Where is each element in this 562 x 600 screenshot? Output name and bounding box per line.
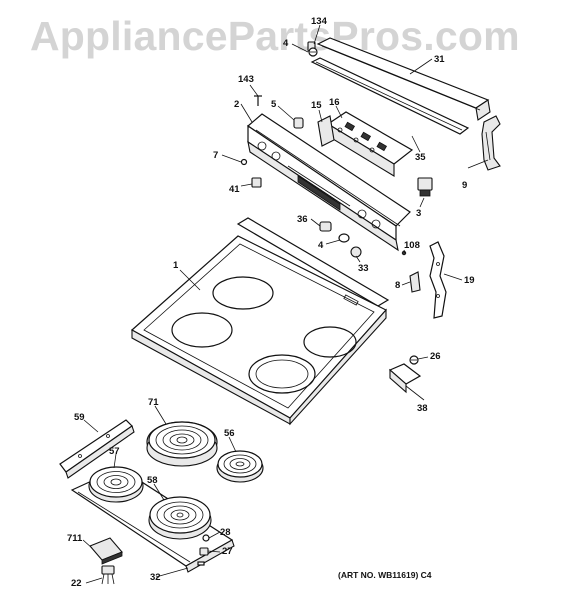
part-108-clip[interactable] [401,250,407,256]
label-5: 5 [271,99,277,110]
label-4-top: 4 [283,38,289,49]
label-38: 38 [417,403,428,414]
label-19: 19 [464,275,475,286]
part-19-side-bracket[interactable] [429,241,447,319]
label-108: 108 [404,240,420,251]
part-36-knob[interactable] [319,221,332,232]
label-4-mid: 4 [318,240,324,251]
part-71-surface-unit-large[interactable] [146,421,218,467]
label-143: 143 [238,74,254,85]
part-143-screw[interactable] [254,95,262,106]
watermark-text: AppliancePartsPros.com [30,13,520,59]
label-59: 59 [74,412,85,423]
label-57: 57 [109,446,120,457]
label-36: 36 [297,214,308,225]
label-9: 9 [462,180,467,191]
label-134: 134 [311,16,328,27]
label-28: 28 [220,527,231,538]
part-38-panel[interactable] [388,363,422,394]
part-31-vent-trim[interactable] [316,37,491,121]
part-2-control-panel[interactable] [247,113,411,252]
art-number: (ART NO. WB11619) C4 [338,570,432,580]
label-56: 56 [224,428,235,439]
part-56-surface-unit-small[interactable] [216,450,264,483]
label-3: 3 [416,208,421,219]
part-4-screw-mid[interactable] [338,233,350,243]
label-33: 33 [358,263,369,274]
part-711-receptacle[interactable] [89,537,123,565]
label-15: 15 [311,100,322,111]
part-57-surface-unit-small[interactable] [88,466,144,503]
part-9-end-cap[interactable] [481,115,501,171]
label-31: 31 [434,54,445,65]
part-41-switch[interactable] [251,177,262,188]
part-4-screw-top[interactable] [308,47,318,57]
part-35-trim-strip[interactable] [310,57,470,135]
label-26: 26 [430,351,441,362]
part-58-surface-unit-large[interactable] [148,496,212,540]
part-59-bracket-bar[interactable] [59,419,135,479]
label-58: 58 [147,475,158,486]
part-labels: 134 4 31 143 2 5 15 16 7 35 9 41 3 36 4 … [67,16,475,589]
label-27: 27 [222,546,233,557]
label-2: 2 [234,99,239,110]
part-5-knob[interactable] [293,117,304,129]
label-1: 1 [173,260,179,271]
part-1-cooktop[interactable] [130,217,390,426]
part-3-terminal-block[interactable] [417,177,433,197]
label-16: 16 [329,97,340,108]
part-27-clip[interactable] [197,547,209,566]
part-33-knob[interactable] [350,246,362,258]
part-16-control-board[interactable] [326,111,414,177]
part-15-overlay[interactable] [317,115,335,147]
label-41: 41 [229,184,240,195]
label-22: 22 [71,578,82,589]
part-7-bead[interactable] [240,158,248,166]
label-32: 32 [150,572,161,583]
part-28-screw[interactable] [202,534,210,542]
part-8-bracket[interactable] [409,271,421,293]
label-35: 35 [415,152,426,163]
leader-lines [82,24,489,584]
label-71: 71 [148,397,159,408]
part-26-screw[interactable] [409,355,419,365]
part-22-wire-harness[interactable] [101,565,115,585]
label-711: 711 [67,533,83,544]
label-8: 8 [395,280,400,291]
label-7: 7 [213,150,218,161]
